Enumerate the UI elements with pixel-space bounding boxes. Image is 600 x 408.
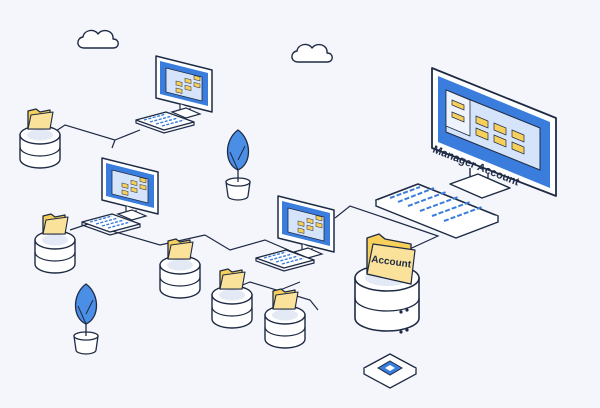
keyboard-icon bbox=[375, 183, 499, 239]
cloud-icon bbox=[291, 43, 333, 63]
manager-monitor: Manager Account bbox=[431, 67, 557, 199]
folder-icon: Account bbox=[366, 233, 416, 285]
account-server: Account bbox=[354, 233, 420, 334]
square-logo-icon bbox=[363, 353, 417, 389]
cloud-icon bbox=[77, 29, 119, 49]
